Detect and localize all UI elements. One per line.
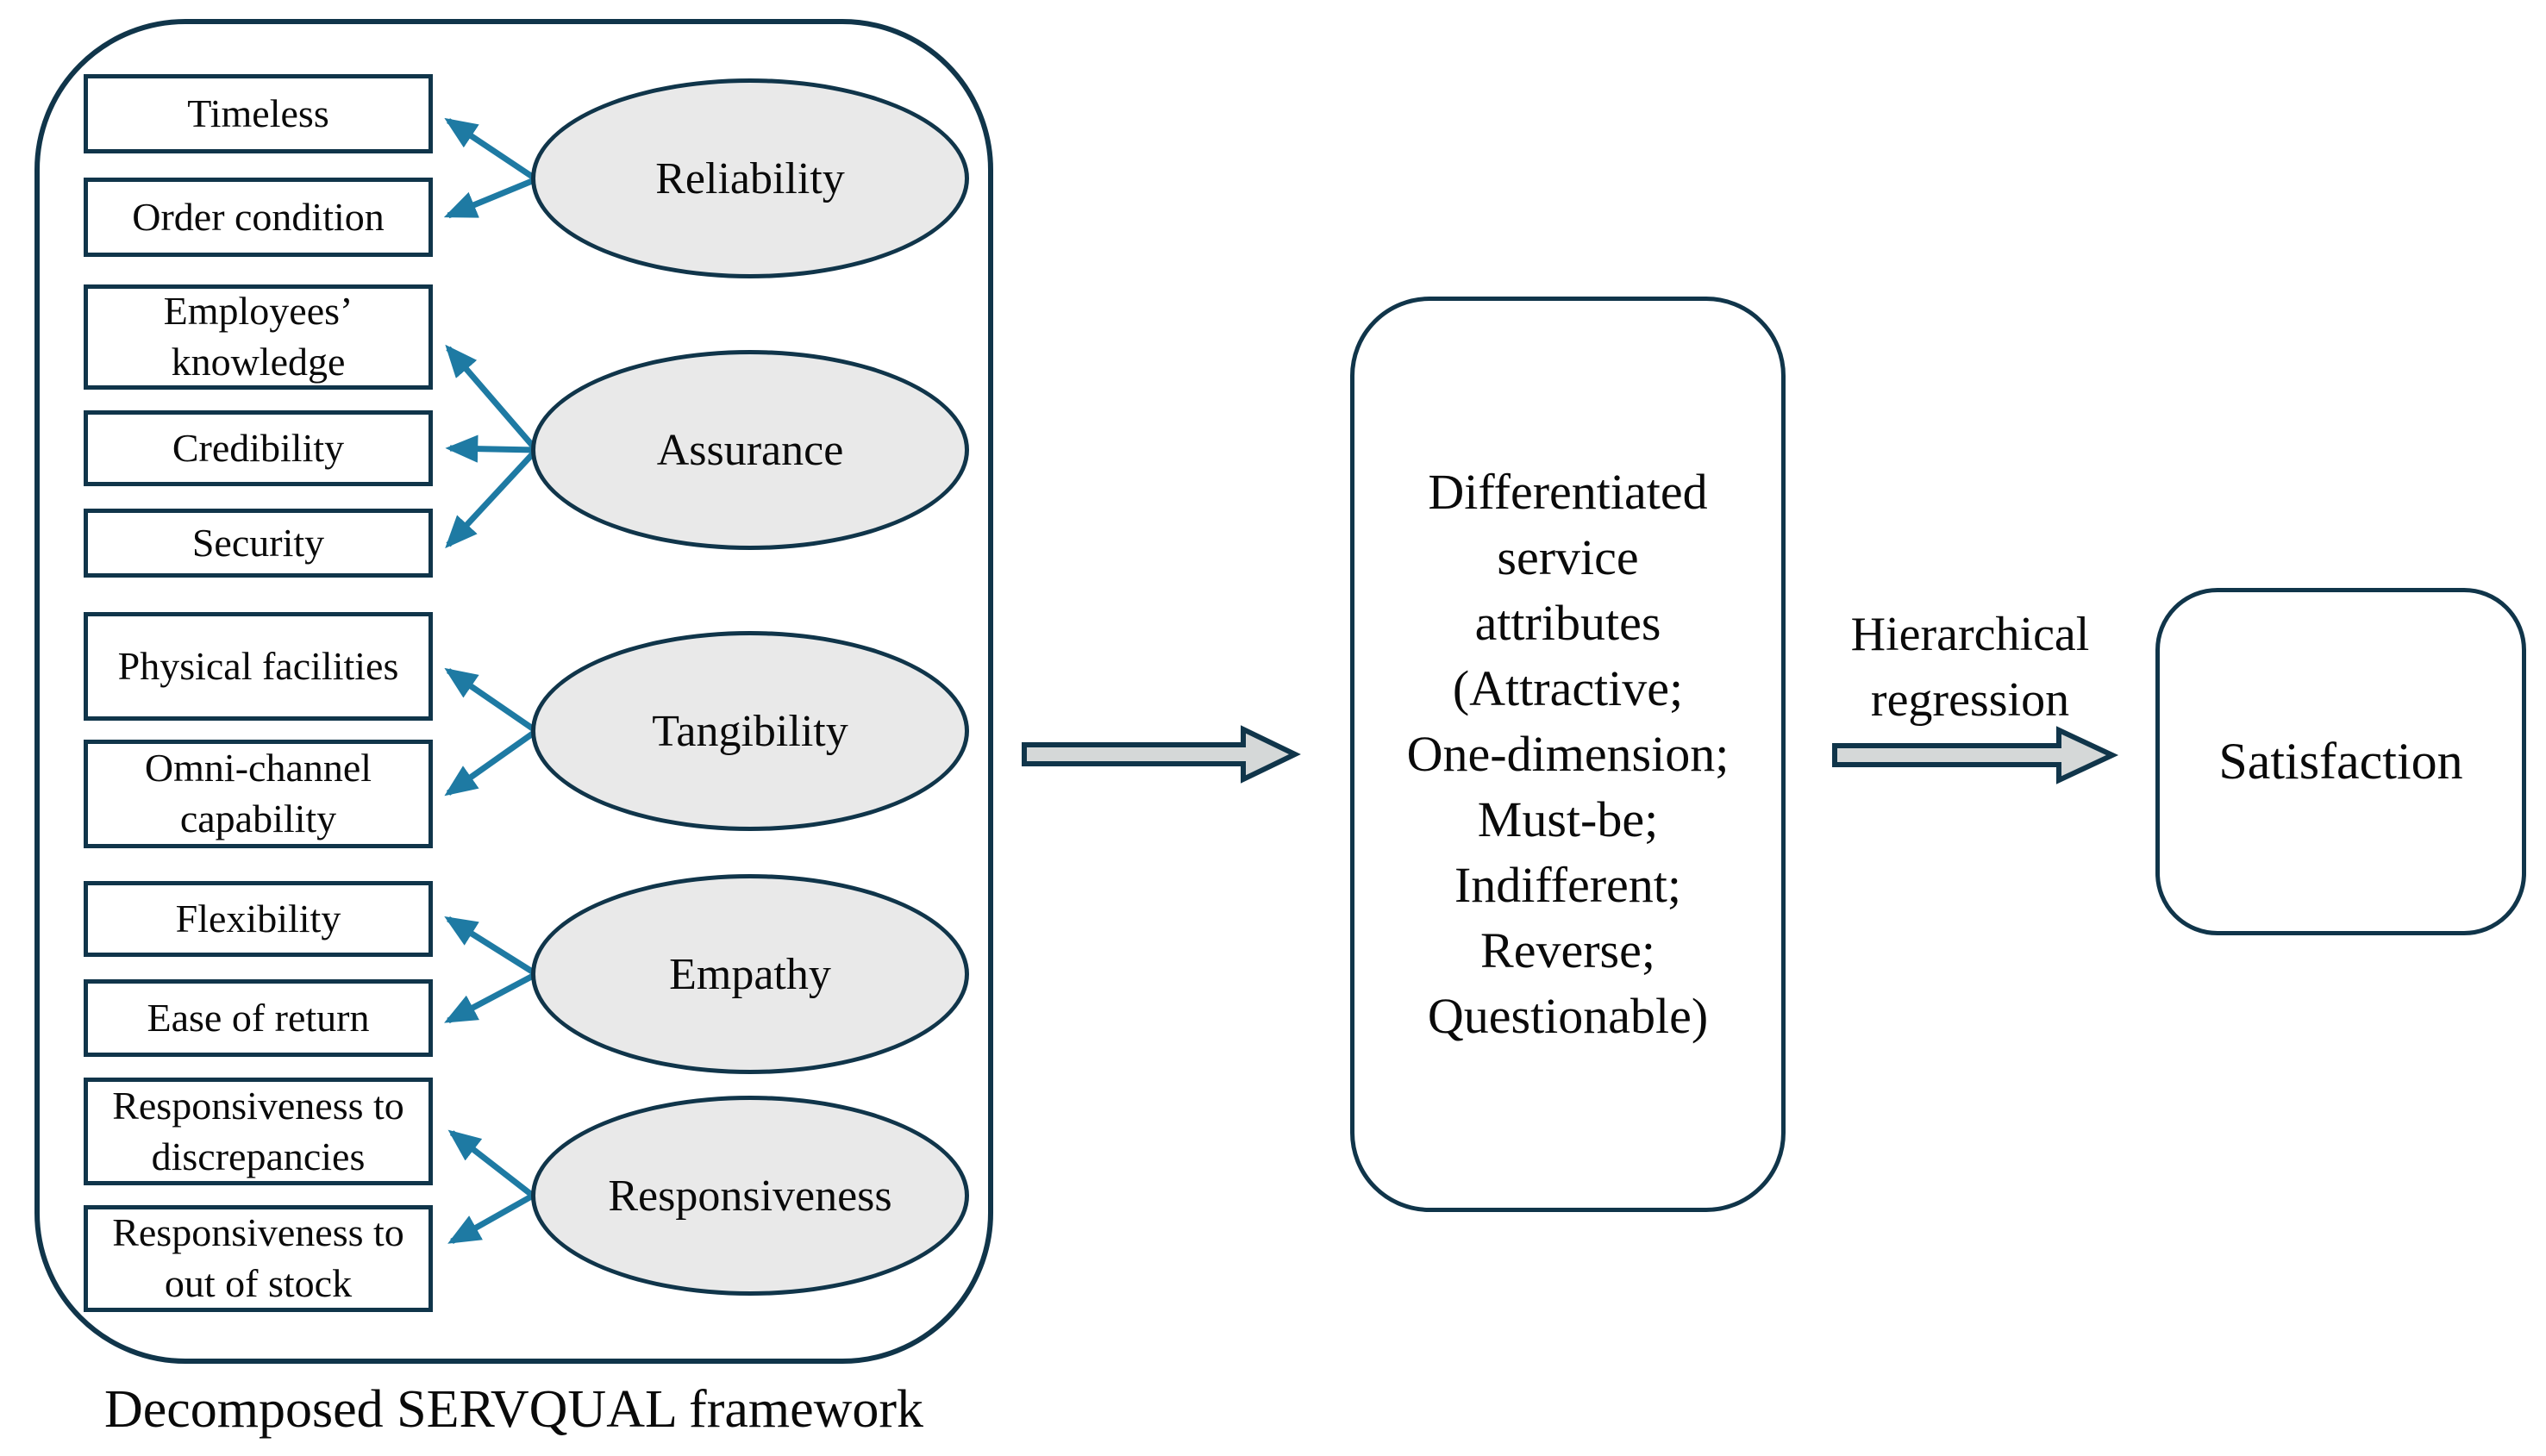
ellipse-responsiveness: Responsiveness	[531, 1096, 969, 1296]
ellipse-assurance: Assurance	[531, 350, 969, 550]
framework-caption: Decomposed SERVQUAL framework	[103, 1380, 924, 1439]
attribute-box-credibility: Credibility	[84, 410, 433, 486]
differentiated-attributes-box: Differentiated service attributes (Attra…	[1350, 297, 1786, 1212]
ellipse-tangibility: Tangibility	[531, 631, 969, 831]
attribute-box-responsiveness-discrepancies: Responsiveness to discrepancies	[84, 1078, 433, 1185]
attribute-box-timeless: Timeless	[84, 74, 433, 153]
attribute-box-order-condition: Order condition	[84, 178, 433, 257]
reliability-connector-arrows	[443, 117, 538, 219]
ellipse-reliability: Reliability	[531, 78, 969, 278]
empathy-connector-arrows	[444, 916, 538, 1024]
assurance-connector-arrows	[445, 344, 539, 549]
satisfaction-box: Satisfaction	[2155, 588, 2526, 935]
attribute-box-ease-of-return: Ease of return	[84, 979, 433, 1057]
flow-arrow-icon	[1022, 725, 1301, 784]
regression-arrow-icon	[1832, 726, 2119, 784]
attribute-box-responsiveness-out-of-stock: Responsiveness to out of stock	[84, 1205, 433, 1312]
attribute-box-physical-facilities: Physical facilities	[84, 612, 433, 721]
attribute-box-omni-channel: Omni-channel capability	[84, 740, 433, 848]
attribute-box-flexibility: Flexibility	[84, 881, 433, 957]
ellipse-empathy: Empathy	[531, 874, 969, 1074]
hierarchical-regression-label: Hierarchical regression	[1850, 608, 2090, 727]
attribute-box-employees-knowledge: Employees’ knowledge	[84, 284, 433, 390]
servqual-framework-frame	[34, 19, 993, 1364]
responsiveness-connector-arrows	[447, 1129, 535, 1245]
tangibility-connector-arrows	[444, 667, 539, 797]
attribute-box-security: Security	[84, 509, 433, 578]
